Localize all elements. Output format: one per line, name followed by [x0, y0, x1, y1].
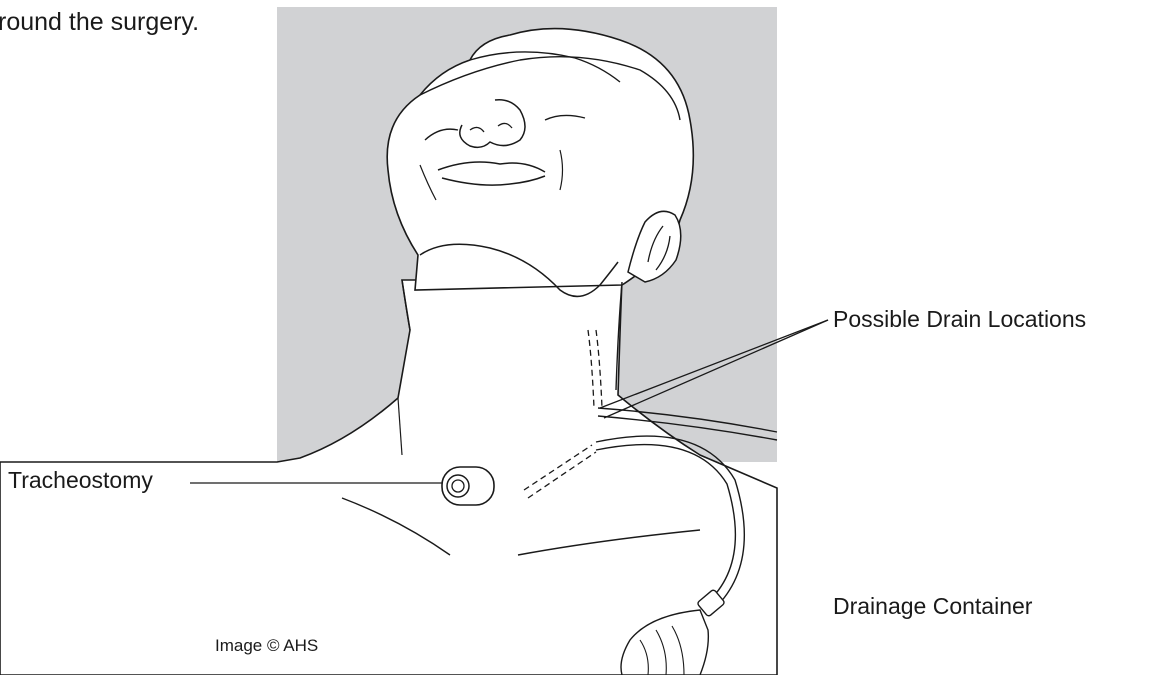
label-drainage-container: Drainage Container: [833, 593, 1032, 620]
tracheostomy-device: [442, 467, 494, 505]
label-possible-drain-locations: Possible Drain Locations: [833, 306, 1086, 333]
label-tracheostomy: Tracheostomy: [8, 467, 153, 494]
image-credit: Image © AHS: [215, 636, 318, 656]
